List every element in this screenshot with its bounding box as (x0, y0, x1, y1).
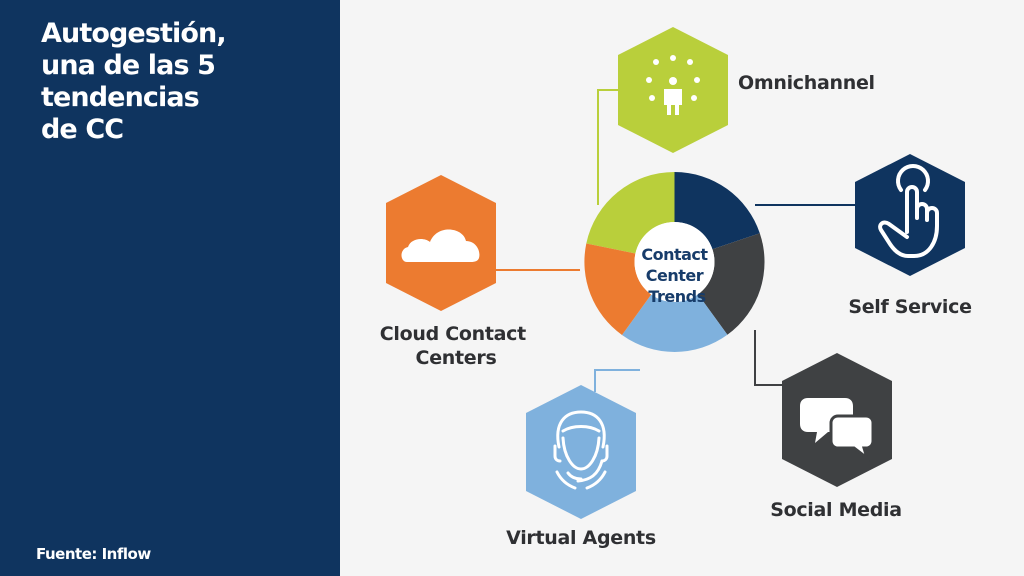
center-label-line-2: Center (646, 266, 704, 285)
center-label-line-3: Trends (648, 287, 705, 306)
social-media-label: Social Media (770, 499, 902, 521)
title-line-3: tendencias (41, 82, 200, 113)
social-media-connector (754, 330, 792, 386)
omnichannel-node: Omnichannel (618, 27, 875, 153)
trends-diagram-svg: Contact Center Trends Omnichann (380, 27, 972, 549)
contact-center-trends-diagram: Contact Center Trends Omnichann (340, 0, 1024, 576)
cloud-contact-centers-node: Cloud Contact Centers (380, 175, 532, 369)
cloud-icon (401, 229, 480, 262)
trends-ring: Contact Center Trends (584, 171, 765, 352)
omnichannel-label: Omnichannel (738, 72, 875, 94)
title-line-1: Autogestión, (41, 18, 227, 49)
title-line-4: de CC (41, 114, 124, 145)
ring-segment-cloud-contact-centers (584, 243, 652, 335)
cloud-contact-centers-label-line-2: Centers (416, 347, 497, 369)
people-network-icon (646, 55, 700, 115)
ring-segment-self-service (674, 172, 760, 250)
virtual-agents-connector (594, 369, 640, 392)
title-line-2: una de las 5 (41, 50, 216, 81)
self-service-label: Self Service (848, 296, 971, 318)
ring-segment-omnichannel (586, 171, 675, 254)
left-title-panel: Autogestión, una de las 5 tendencias de … (0, 0, 340, 576)
ring-segment-virtual-agents (622, 294, 728, 352)
headset-agent-icon (553, 410, 609, 490)
self-service-hexagon (855, 154, 965, 276)
social-media-node: Social Media (770, 353, 902, 521)
chat-bubbles-icon (800, 398, 875, 463)
page-title: Autogestión, una de las 5 tendencias de … (41, 18, 321, 146)
cloud-contact-centers-label: Cloud Contact Centers (380, 323, 532, 369)
virtual-agents-label-line-1: Virtual Agents (506, 527, 656, 549)
ring-center-hole (634, 222, 715, 302)
social-media-label-line-1: Social Media (770, 499, 902, 521)
self-service-node: Self Service (848, 154, 972, 318)
virtual-agents-node: Virtual Agents (506, 385, 656, 549)
omnichannel-label-line-1: Omnichannel (738, 72, 875, 94)
center-trends-label: Contact Center Trends (641, 245, 712, 306)
virtual-agents-hexagon (526, 385, 636, 519)
virtual-agents-label: Virtual Agents (506, 527, 656, 549)
source-credit: Fuente: Inflow (36, 545, 151, 563)
center-label-line-1: Contact (641, 245, 708, 264)
pointing-hand-icon (878, 164, 939, 258)
self-service-label-line-1: Self Service (848, 296, 971, 318)
ring-segment-social-media (698, 233, 765, 335)
cloud-contact-centers-label-line-1: Cloud Contact (380, 323, 526, 345)
